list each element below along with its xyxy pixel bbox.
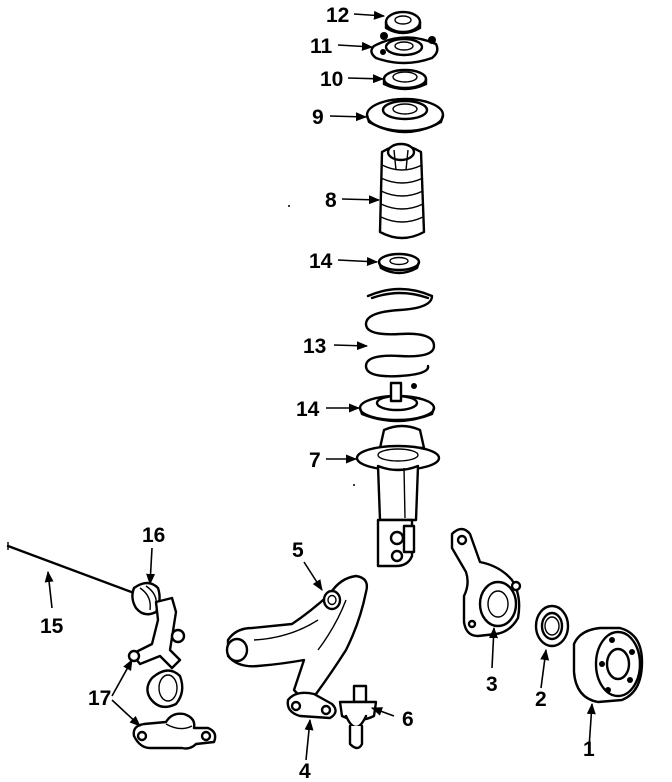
callout-1: 1 — [583, 738, 595, 761]
callout-3: 3 — [486, 673, 498, 696]
part-8-dust-boot — [378, 142, 426, 240]
callout-2: 2 — [535, 688, 547, 711]
scan-speck — [288, 205, 290, 207]
part-5-control-arm — [225, 574, 369, 698]
callout-11: 11 — [310, 35, 333, 58]
part-15-stabilizer-bar — [6, 542, 144, 598]
leader-lines — [44, 10, 596, 761]
callout-15: 15 — [40, 615, 64, 638]
part-7-strut — [355, 424, 441, 568]
callout-16: 16 — [142, 524, 165, 547]
callout-5: 5 — [292, 539, 304, 562]
part-17-clamp — [132, 712, 217, 750]
callout-labels: 12 11 10 9 8 14 13 14 7 16 15 5 17 6 4 3… — [40, 4, 595, 782]
part-14-bumper-upper — [377, 252, 421, 275]
callout-7: 7 — [309, 449, 321, 472]
callout-12: 12 — [326, 4, 349, 27]
part-16-bushing — [131, 581, 161, 616]
callout-14-upper: 14 — [309, 250, 333, 273]
scan-speck — [353, 484, 355, 486]
part-10-bearing — [382, 68, 428, 91]
part-12-mount-cap — [384, 10, 422, 35]
part-9-spring-seat — [365, 97, 445, 134]
part-13-coil-spring — [364, 287, 436, 378]
part-11-mount-plate — [370, 32, 439, 65]
callout-13: 13 — [303, 335, 326, 358]
part-3-knuckle — [450, 527, 522, 638]
part-6-ball-stud — [338, 684, 378, 750]
callout-9: 9 — [312, 106, 324, 129]
callout-8: 8 — [325, 189, 337, 212]
part-4-ball-joint — [286, 691, 337, 720]
callout-17: 17 — [88, 687, 111, 710]
part-14-lower-seat — [358, 381, 436, 423]
callout-14-lower: 14 — [296, 398, 320, 421]
callout-4: 4 — [299, 760, 311, 782]
part-1-hub — [572, 626, 644, 704]
stabilizer-link — [127, 596, 186, 709]
callout-6: 6 — [402, 708, 414, 731]
part-2-bearing-ring — [534, 604, 570, 648]
callout-10: 10 — [320, 68, 343, 91]
